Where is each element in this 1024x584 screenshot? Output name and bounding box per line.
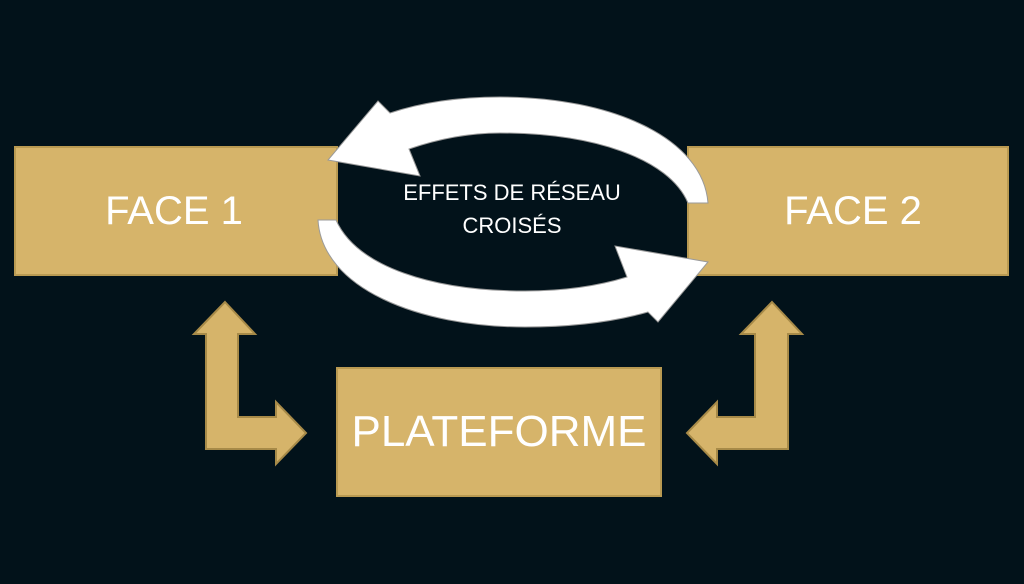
face2-label: FACE 2 <box>784 189 922 233</box>
platform-box <box>336 367 662 497</box>
face1-label: FACE 1 <box>105 189 243 233</box>
curved-arrow-right-icon <box>317 219 709 328</box>
elbow-arrow-icon <box>685 300 805 467</box>
network-effects-line1: EFFETS DE RÉSEAU <box>403 180 621 205</box>
face1-box <box>14 146 338 276</box>
elbow-arrow-icon <box>191 300 308 467</box>
network-effects-label: EFFETS DE RÉSEAU CROISÉS <box>352 176 672 242</box>
network-effects-line2: CROISÉS <box>462 213 562 238</box>
curved-arrow-left-icon <box>327 96 709 204</box>
face2-box <box>687 146 1009 276</box>
platform-label: PLATEFORME <box>351 407 647 456</box>
